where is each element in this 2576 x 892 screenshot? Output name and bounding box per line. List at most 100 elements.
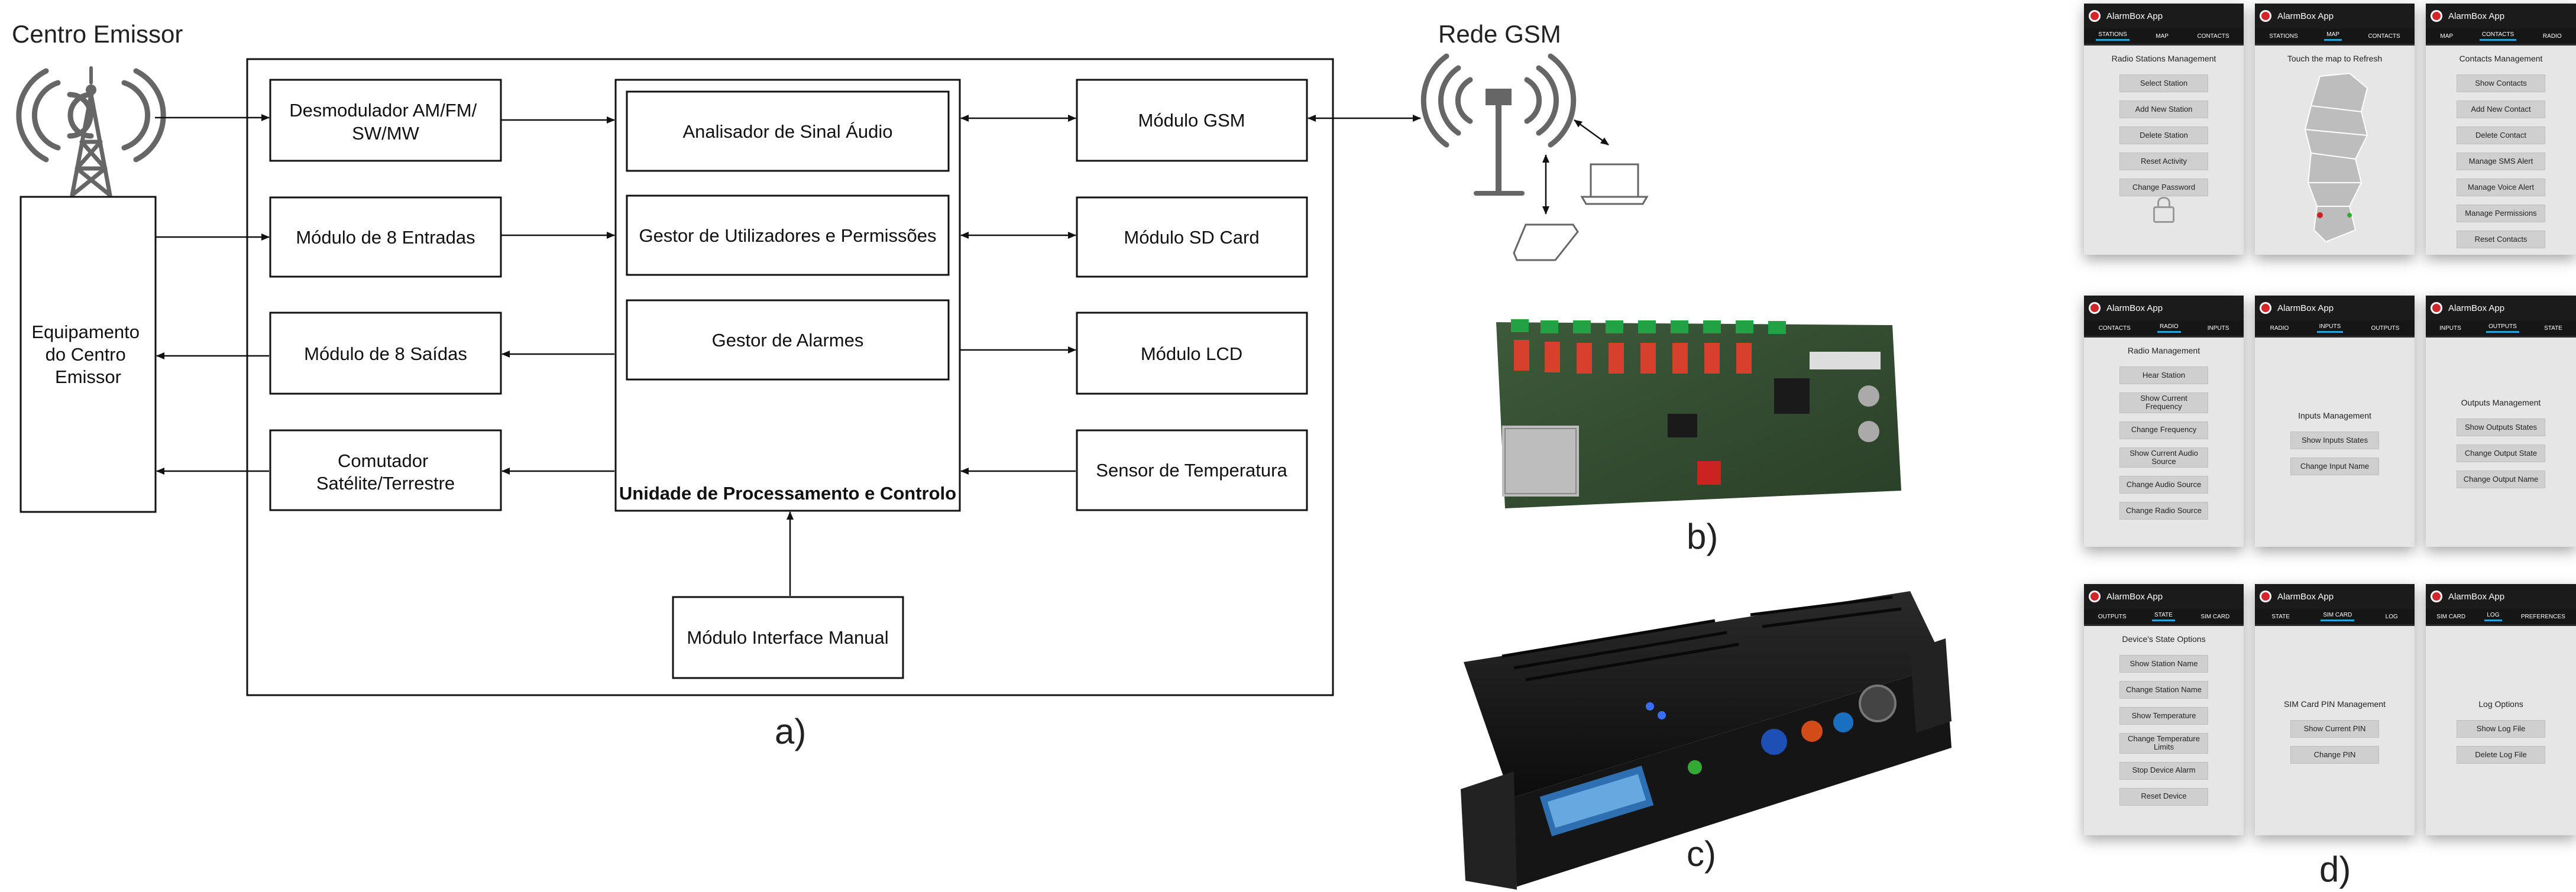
app-button[interactable]: Change Station Name — [2119, 681, 2208, 699]
tab-inputs[interactable]: INPUTS — [2316, 323, 2344, 333]
tab-sim-card[interactable]: SIM CARD — [2436, 613, 2466, 620]
tab-state[interactable]: STATE — [2271, 613, 2290, 620]
centro-emissor-label: Centro Emissor — [12, 20, 183, 48]
tab-outputs[interactable]: OUTPUTS — [2486, 323, 2519, 333]
tab-sim-card[interactable]: SIM CARD — [2321, 612, 2355, 621]
app-button[interactable]: Change Radio Source — [2119, 502, 2208, 520]
tab-radio[interactable]: RADIO — [2157, 323, 2181, 333]
tab-state[interactable]: STATE — [2152, 612, 2175, 621]
tab-contacts[interactable]: CONTACTS — [2368, 33, 2400, 40]
lcd-label: Módulo LCD — [1141, 343, 1242, 364]
desmodulador-label: Desmodulador AM/FM/ SW/MW — [289, 100, 482, 144]
tab-log[interactable]: LOG — [2484, 612, 2502, 621]
tab-contacts[interactable]: CONTACTS — [2197, 33, 2229, 40]
app-button[interactable]: Change Input Name — [2290, 458, 2379, 475]
app-button[interactable]: Add New Contact — [2457, 100, 2545, 118]
interface-manual-box — [672, 596, 904, 679]
tab-stations[interactable]: STATIONS — [2096, 31, 2130, 41]
app-button[interactable]: Delete Contact — [2457, 126, 2545, 144]
app-button[interactable]: Hear Station — [2119, 366, 2208, 384]
app-button[interactable]: Change Password — [2119, 179, 2208, 196]
screen-title: Outputs Management — [2461, 398, 2541, 407]
app-bar: AlarmBox App — [2426, 296, 2576, 320]
tab-state[interactable]: STATE — [2544, 325, 2562, 332]
unidade-label: Unidade de Processamento e Controlo — [619, 483, 956, 504]
app-button[interactable]: Show Current Audio Source — [2119, 447, 2208, 468]
app-button[interactable]: Show Outputs States — [2457, 419, 2545, 436]
analisador-box — [626, 90, 950, 172]
tab-preferences[interactable]: PREFERENCES — [2520, 613, 2565, 620]
tab-inputs[interactable]: INPUTS — [2439, 325, 2461, 332]
tab-inputs[interactable]: INPUTS — [2207, 325, 2229, 332]
comutador-label: Comutador Satélite/Terrestre — [316, 450, 455, 494]
tab-contacts[interactable]: CONTACTS — [2479, 31, 2517, 41]
equipamento-label: Equipamento do Centro Emissor — [31, 322, 144, 387]
tab-sim-card[interactable]: SIM CARD — [2200, 613, 2230, 620]
app-button[interactable]: Change PIN — [2290, 746, 2379, 764]
tab-radio[interactable]: RADIO — [2270, 325, 2289, 332]
gestor-alarmes-label: Gestor de Alarmes — [712, 330, 864, 351]
app-logo-icon — [2260, 10, 2271, 22]
app-button[interactable]: Delete Station — [2119, 126, 2208, 144]
app-button[interactable]: Show Current PIN — [2290, 720, 2379, 738]
analisador-label: Analisador de Sinal Áudio — [682, 121, 892, 142]
app-logo-icon — [2431, 10, 2442, 22]
app-button[interactable]: Reset Device — [2119, 787, 2208, 806]
tab-bar: SIM CARD LOG PREFERENCES — [2426, 609, 2576, 626]
tab-map[interactable]: MAP — [2440, 33, 2454, 40]
tab-outputs[interactable]: OUTPUTS — [2098, 613, 2127, 620]
app-title: AlarmBox App — [2448, 591, 2505, 602]
app-button[interactable]: Show Temperature — [2119, 707, 2208, 725]
tab-contacts[interactable]: CONTACTS — [2098, 325, 2131, 332]
tab-outputs[interactable]: OUTPUTS — [2371, 325, 2400, 332]
app-button[interactable]: Show Station Name — [2119, 655, 2208, 673]
app-button[interactable]: Change Output Name — [2457, 471, 2545, 488]
app-logo-icon — [2260, 302, 2271, 314]
app-button[interactable]: Change Frequency — [2119, 421, 2208, 439]
gsm-link-arrows — [1542, 119, 1609, 215]
caption-c: c) — [1687, 834, 1716, 874]
tab-log[interactable]: LOG — [2385, 613, 2398, 620]
app-button[interactable]: Add New Station — [2119, 100, 2208, 118]
app-button[interactable]: Show Current Frequency — [2119, 393, 2208, 413]
app-button[interactable]: Reset Activity — [2119, 153, 2208, 170]
app-button[interactable]: Show Contacts — [2457, 74, 2545, 92]
app-button[interactable]: Show Inputs States — [2290, 432, 2379, 449]
app-title: AlarmBox App — [2277, 11, 2334, 21]
equipamento-box — [20, 196, 157, 513]
app-button[interactable]: Manage Voice Alert — [2457, 179, 2545, 196]
gsm-antenna-icon — [1420, 53, 1577, 196]
screen-title: Radio Management — [2127, 346, 2200, 355]
comutador-box — [269, 429, 502, 511]
lock-icon[interactable] — [2153, 197, 2174, 223]
app-logo-icon — [2260, 591, 2271, 602]
app-button[interactable]: Manage SMS Alert — [2457, 153, 2545, 170]
app-button[interactable]: Change Audio Source — [2119, 476, 2208, 494]
portugal-map-icon[interactable] — [2279, 70, 2391, 248]
app-bar: AlarmBox App — [2255, 584, 2415, 609]
app-button[interactable]: Change Output State — [2457, 445, 2545, 462]
tab-radio[interactable]: RADIO — [2542, 33, 2562, 40]
entradas-box — [269, 196, 502, 278]
app-button[interactable]: Change Temperature Limits — [2119, 733, 2208, 754]
system-enclosure — [246, 58, 1334, 696]
app-title: AlarmBox App — [2277, 591, 2334, 602]
app-button[interactable]: Reset Contacts — [2457, 231, 2545, 248]
tab-map[interactable]: MAP — [2324, 31, 2342, 41]
sdcard-box — [1076, 196, 1308, 278]
app-button[interactable]: Show Log File — [2457, 720, 2545, 738]
app-button[interactable]: Stop Device Alarm — [2119, 761, 2208, 780]
tab-map[interactable]: MAP — [2156, 33, 2169, 40]
app-button[interactable]: Manage Permissions — [2457, 205, 2545, 222]
lcd-box — [1076, 312, 1308, 395]
app-button[interactable]: Delete Log File — [2457, 746, 2545, 764]
saidas-box — [269, 312, 502, 395]
app-button[interactable]: Select Station — [2119, 74, 2208, 92]
tab-stations[interactable]: STATIONS — [2269, 33, 2298, 40]
